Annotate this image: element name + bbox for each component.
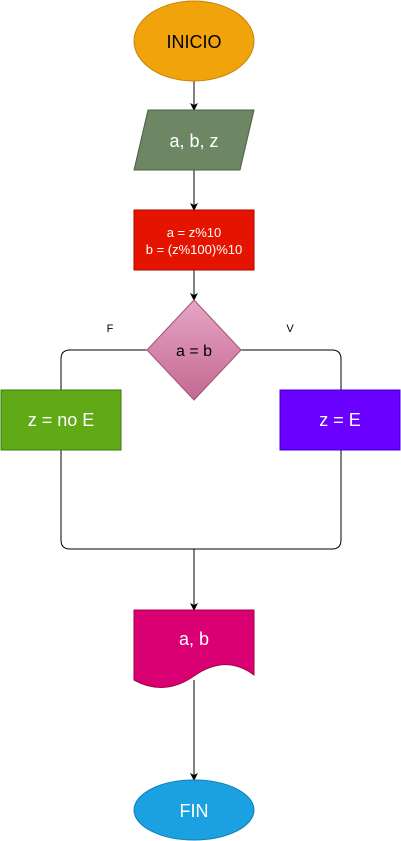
end-node: FIN — [133, 779, 255, 841]
branch-true-label: z = E — [319, 410, 361, 430]
start-label: INICIO — [166, 32, 221, 52]
output-node: a, b — [133, 609, 255, 688]
branch-true-node: z = E — [279, 389, 401, 451]
connector-decision-false — [60, 349, 147, 390]
connector-decision-true — [241, 349, 342, 390]
output-label: a, b — [179, 629, 209, 649]
branch-false-node: z = no E — [0, 389, 122, 451]
edge-label-false: F — [107, 323, 114, 335]
process-line-1: a = z%10 — [167, 225, 222, 240]
connector-false-to-merge — [60, 450, 194, 550]
edge-label-true: V — [286, 323, 294, 335]
decision-label: a = b — [176, 343, 212, 360]
connector-true-to-merge — [194, 450, 342, 550]
process-node: a = z%10 b = (z%100)%10 — [133, 209, 255, 271]
connectors — [60, 80, 342, 781]
branch-false-label: z = no E — [28, 410, 95, 430]
start-node: INICIO — [133, 0, 255, 82]
input-label: a, b, z — [169, 131, 218, 151]
process-line-2: b = (z%100)%10 — [146, 242, 242, 257]
decision-node: a = b — [146, 299, 242, 401]
input-node: a, b, z — [133, 109, 255, 171]
end-label: FIN — [180, 801, 209, 821]
